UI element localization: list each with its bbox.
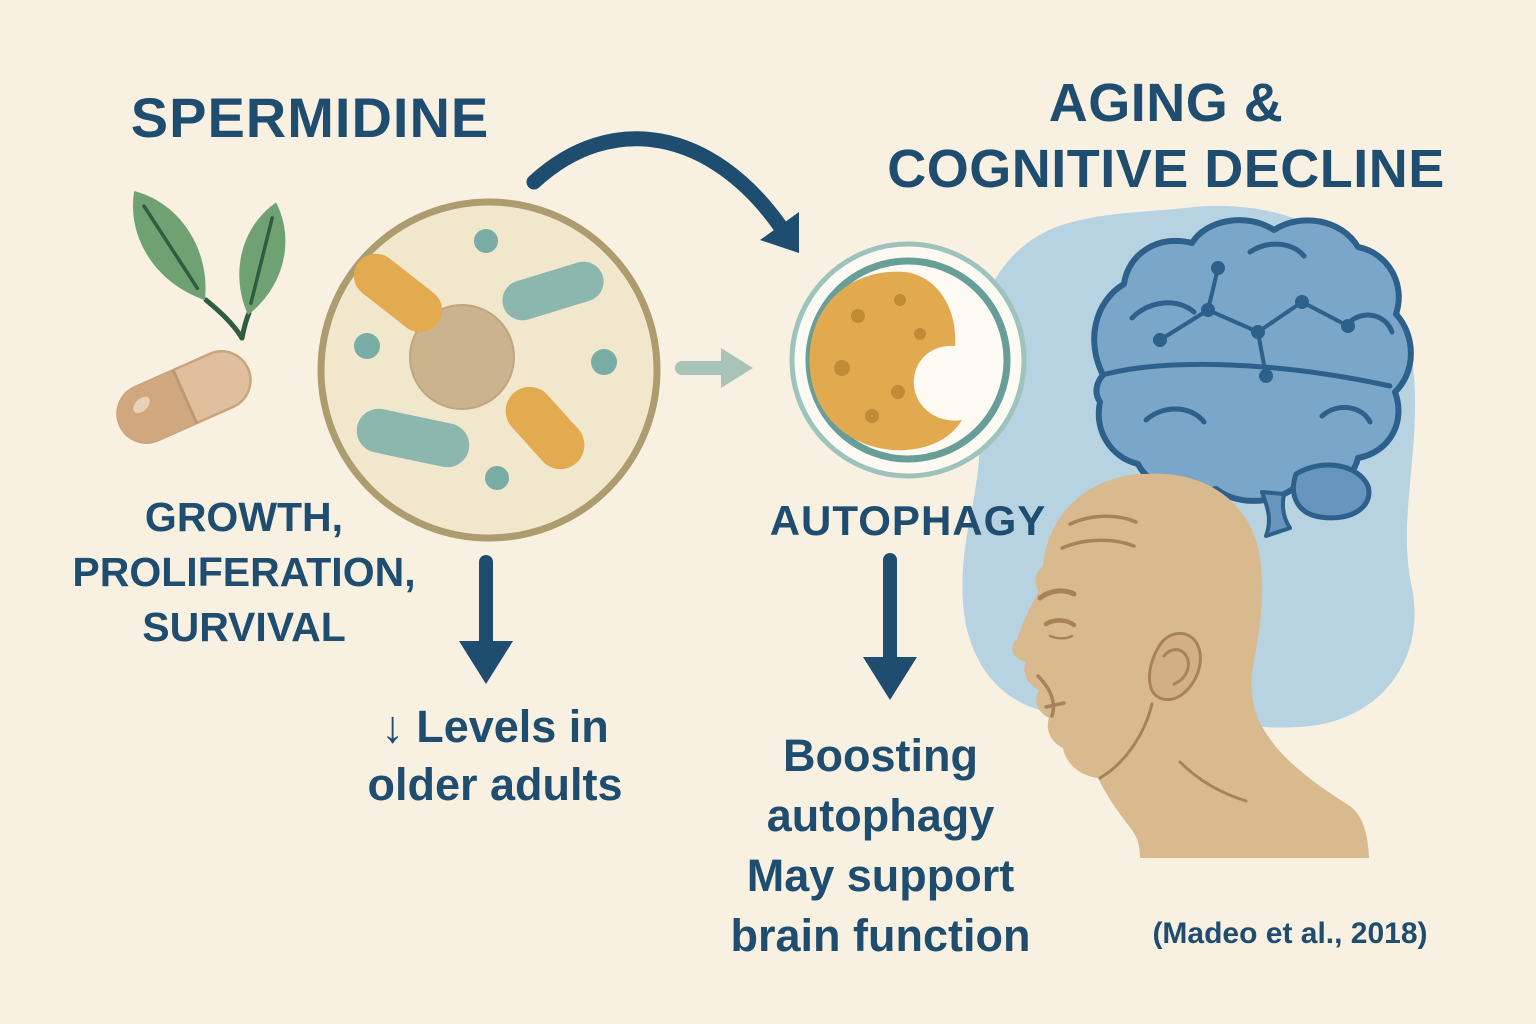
levels-note-line1: ↓ Levels in — [381, 701, 609, 752]
autophagy-benefit-note: Boosting autophagy May support brain fun… — [658, 726, 1103, 966]
levels-note-line2: older adults — [367, 759, 623, 810]
down-arrow-icon — [863, 553, 917, 700]
cerebellum — [1291, 462, 1372, 521]
cargo-dots — [834, 294, 926, 423]
benefit-line2: autophagy — [766, 790, 995, 841]
benefit-line3: May support — [746, 850, 1015, 901]
autophagosome-cargo — [809, 271, 962, 451]
elderly-man-icon — [1012, 473, 1369, 858]
cell-function-caption: GROWTH, PROLIFERATION, SURVIVAL — [38, 490, 450, 655]
cell-function-line1: GROWTH, — [144, 494, 344, 540]
neural-network-icon — [1153, 261, 1355, 383]
spermidine-title: SPERMIDINE — [130, 86, 490, 149]
aging-title-line1: AGING & — [1048, 73, 1284, 133]
citation: (Madeo et al., 2018) — [1152, 917, 1428, 950]
benefit-line4: brain function — [730, 910, 1031, 961]
leaf-icon — [133, 190, 286, 341]
levels-note: ↓ Levels in older adults — [295, 698, 695, 814]
capsule-icon — [116, 350, 252, 444]
right-arrow-icon — [675, 348, 753, 388]
brainstem — [1260, 490, 1292, 538]
ear-icon — [1148, 632, 1202, 701]
benefit-line1: Boosting — [783, 730, 978, 781]
autophagy-icon — [789, 241, 1027, 479]
cell-function-line3: SURVIVAL — [142, 604, 346, 650]
aging-title: AGING & COGNITIVE DECLINE — [858, 70, 1474, 202]
down-arrow-icon — [459, 555, 513, 684]
brain-gyri — [1103, 241, 1395, 425]
organelles — [353, 229, 617, 490]
aging-title-line2: COGNITIVE DECLINE — [887, 139, 1445, 199]
autophagy-label: AUTOPHAGY — [769, 497, 1047, 544]
cell-icon — [317, 198, 661, 542]
nucleus — [409, 304, 515, 410]
face-lines — [1036, 514, 1248, 803]
brain-icon — [1091, 217, 1414, 538]
curved-arrow-icon — [526, 131, 799, 253]
cell-function-line2: PROLIFERATION, — [72, 549, 416, 595]
